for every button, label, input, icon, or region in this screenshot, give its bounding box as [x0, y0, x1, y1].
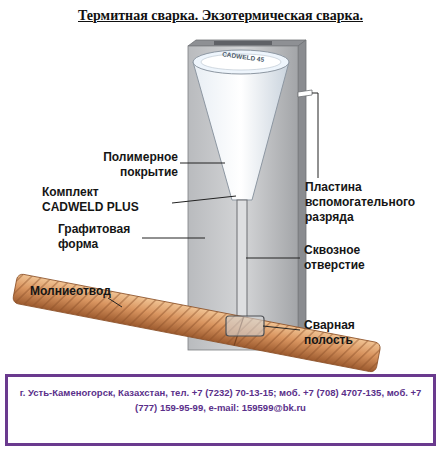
- part-label: Графитовая форма: [58, 222, 142, 252]
- crucible-cone: [193, 50, 289, 200]
- starter-plate: [298, 90, 312, 97]
- part-label: Молниеотвод: [30, 284, 140, 299]
- part-label: Полимерное покрытие: [78, 150, 178, 180]
- weld-cavity: [226, 316, 264, 336]
- graphite-mold: [188, 40, 306, 350]
- part-label: Пластина вспомогательного разряда: [305, 180, 431, 225]
- part-label: Сквозное отверстие: [304, 243, 394, 273]
- tap-hole: [237, 200, 247, 318]
- part-label: Сварная полость: [304, 318, 394, 348]
- contact-box: г. Усть-Каменогорск, Казахстан, тел. +7 …: [5, 374, 436, 446]
- diagram-title: Термитная сварка. Экзотермическая сварка…: [0, 8, 441, 24]
- leader-lines: [108, 93, 318, 330]
- contact-text: г. Усть-Каменогорск, Казахстан, тел. +7 …: [18, 385, 423, 415]
- part-label: Комплект CADWELD PLUS: [42, 185, 150, 215]
